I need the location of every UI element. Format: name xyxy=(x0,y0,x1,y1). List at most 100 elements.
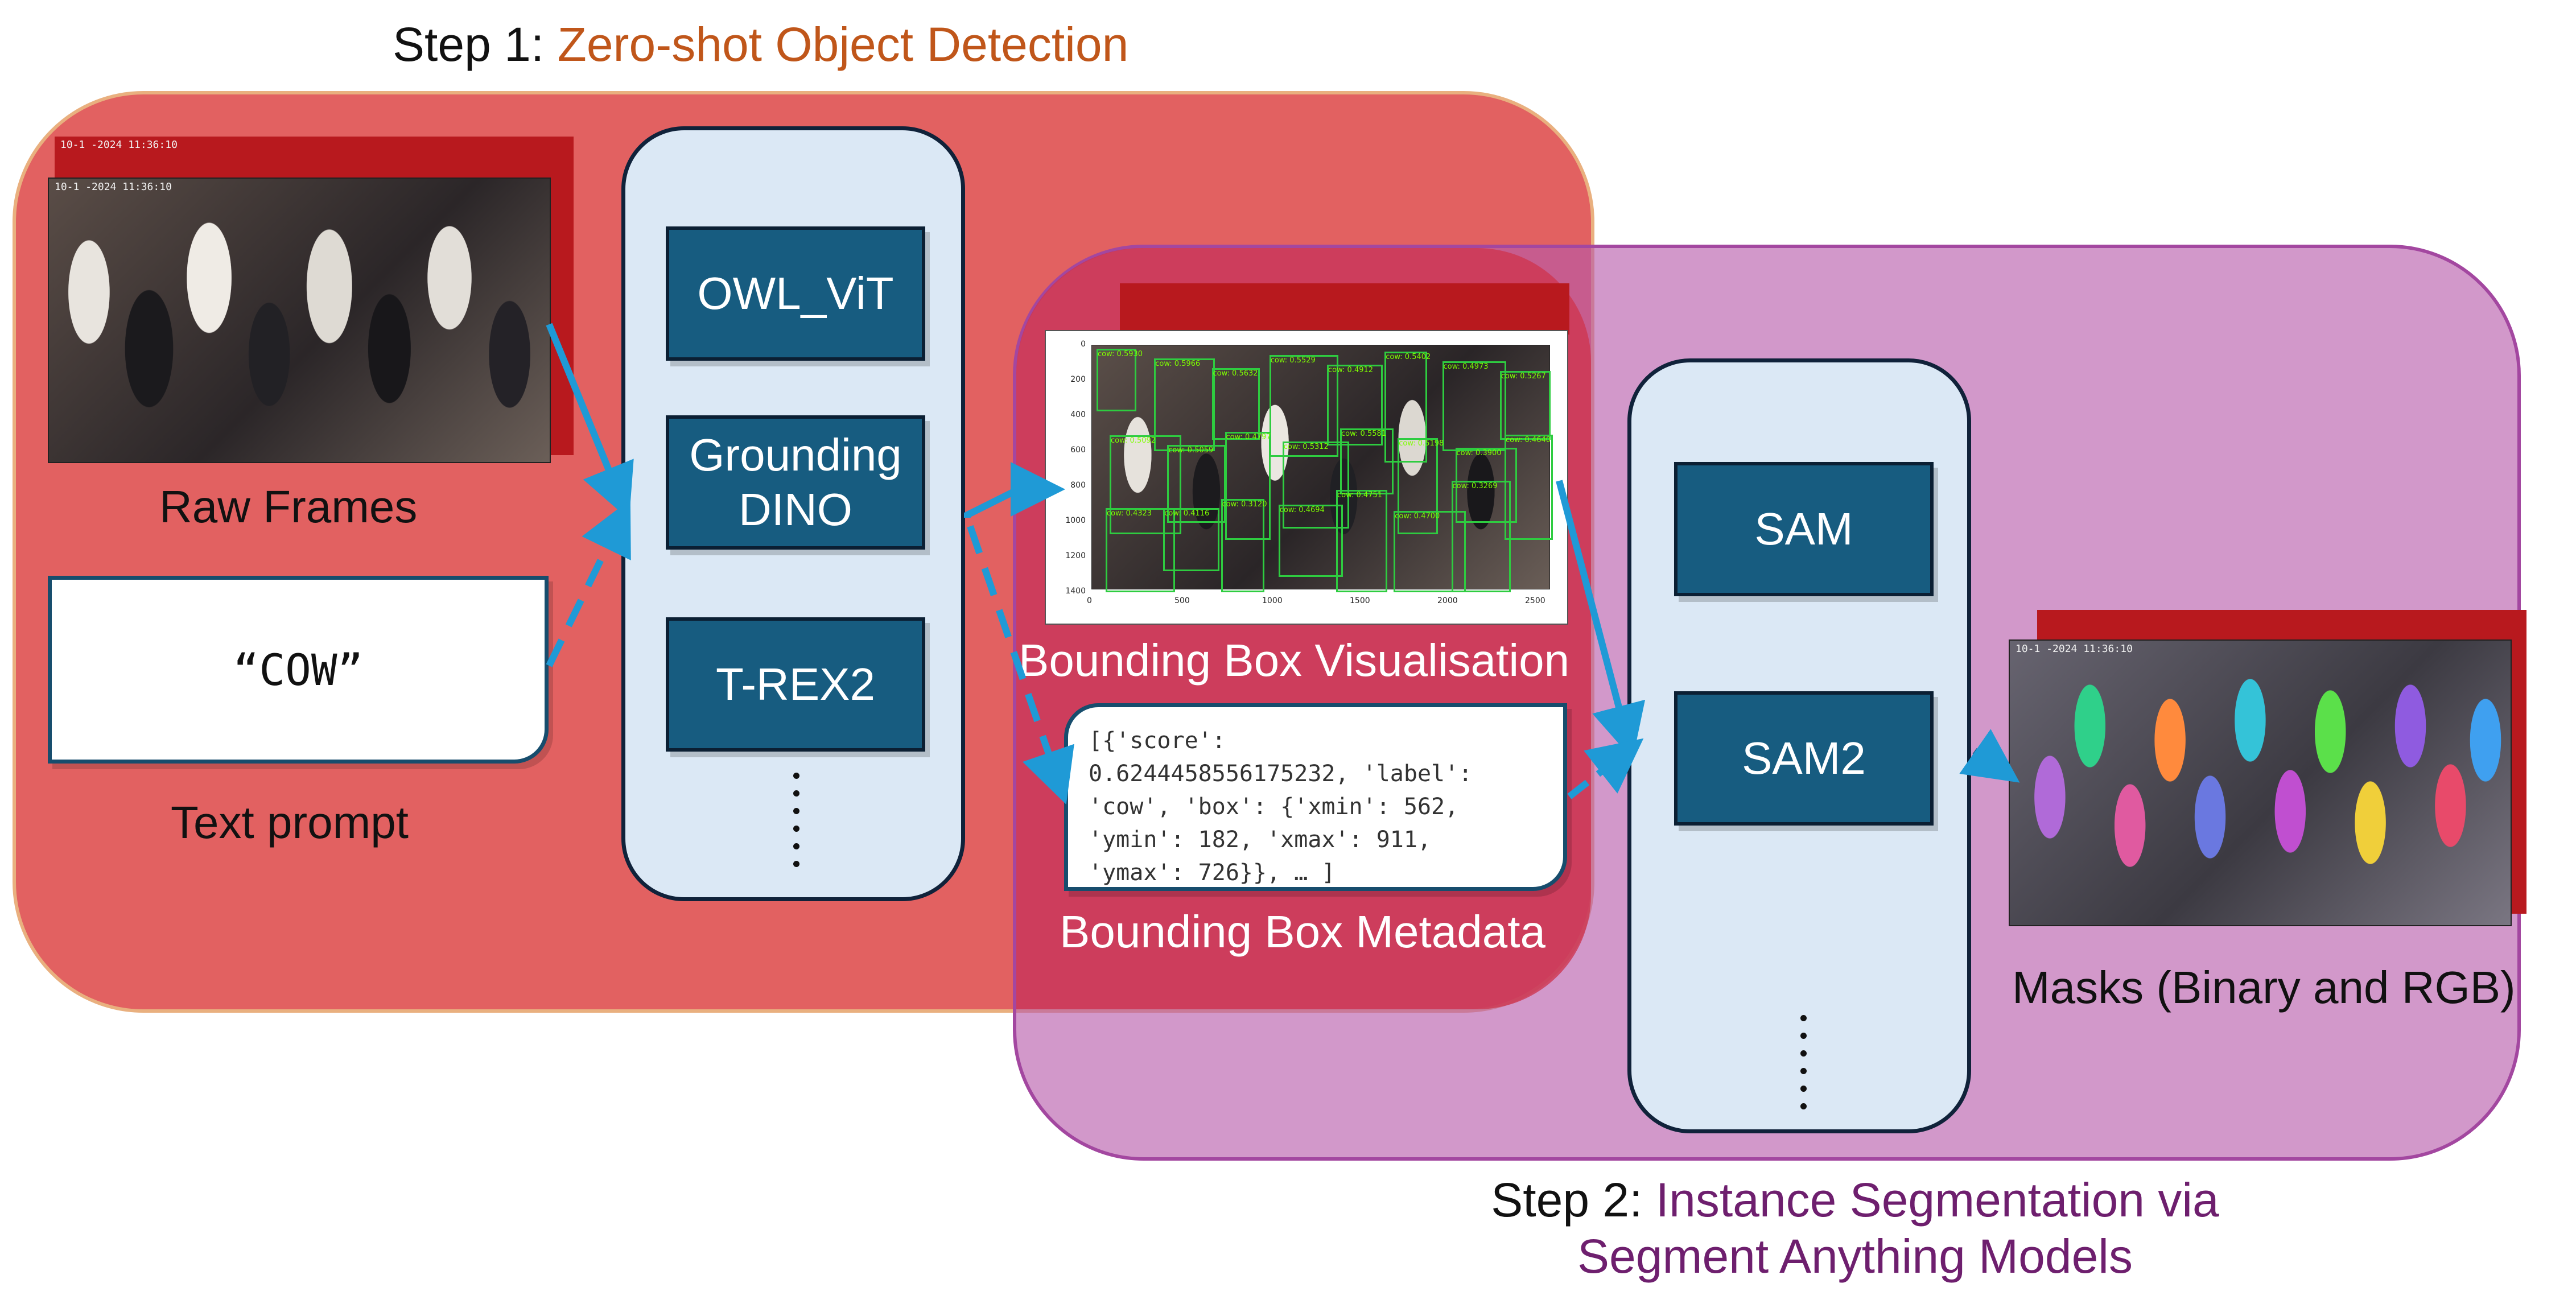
y-tick-label: 600 xyxy=(1070,445,1086,455)
detection-label: cow: 0.3900 xyxy=(1456,448,1502,457)
detection-label: cow: 0.5402 xyxy=(1386,353,1431,361)
detection-label: cow: 0.4116 xyxy=(1164,509,1210,518)
step1-name: Zero-shot Object Detection xyxy=(557,18,1129,71)
detection-box xyxy=(1221,499,1264,592)
x-tick-label: 1000 xyxy=(1262,596,1283,605)
text-prompt-box: “COW” xyxy=(48,576,549,764)
model-sam2-label: SAM2 xyxy=(1742,733,1866,783)
model-sam: SAM xyxy=(1674,462,1934,596)
detection-box xyxy=(1154,358,1215,451)
model-sam-label: SAM xyxy=(1754,504,1853,554)
detection-box xyxy=(1211,368,1260,440)
bbox-metadata-line: 'cow', 'box': {'xmin': 562, xyxy=(1089,794,1459,820)
detection-label: cow: 0.5581 xyxy=(1341,429,1387,438)
arrow-models-to-bbox-vis xyxy=(964,462,1065,518)
step2-prefix: Step 2: xyxy=(1491,1173,1656,1227)
detection-label: cow: 0.4973 xyxy=(1443,362,1489,371)
model-grounding-dino-label: Grounding DINO xyxy=(689,430,902,535)
detection-box xyxy=(1110,435,1181,534)
detection-label: cow: 0.4700 xyxy=(1395,512,1440,521)
bbox-metadata-line: 0.6244458556175232, 'label': xyxy=(1089,761,1473,787)
x-tick-label: 2000 xyxy=(1437,596,1458,605)
detection-label: cow: 0.5312 xyxy=(1283,442,1329,451)
step1-title: Step 1: Zero-shot Object Detection xyxy=(393,17,1128,72)
y-tick-label: 1400 xyxy=(1065,587,1086,596)
bbox-stack-back xyxy=(1120,283,1569,335)
y-tick-label: 800 xyxy=(1070,481,1086,490)
detection-label: cow: 0.4797 xyxy=(1226,432,1271,441)
raw-frame-image: 10-1 -2024 11:36:10 xyxy=(48,178,551,463)
bbox-metadata-line: 'ymax': 726}}, … ] xyxy=(1089,860,1336,886)
bbox-metadata-line: [{'score': xyxy=(1089,728,1226,754)
detection-box xyxy=(1278,505,1343,577)
x-tick-label: 2500 xyxy=(1525,596,1545,605)
bbox-metadata-line: 'ymin': 182, 'xmax': 911, xyxy=(1089,827,1432,853)
detection-label: cow: 0.5198 xyxy=(1399,439,1444,448)
detection-box xyxy=(1499,371,1551,440)
model-t-rex2: T-REX2 xyxy=(666,617,925,752)
model-sam2: SAM2 xyxy=(1674,691,1934,826)
more-detection-models-dots xyxy=(793,773,799,867)
step2-name-line1: Instance Segmentation via xyxy=(1655,1173,2219,1227)
detection-label: cow: 0.3120 xyxy=(1222,500,1267,509)
detection-label: cow: 0.4323 xyxy=(1107,509,1152,518)
masks-label: Masks (Binary and RGB) xyxy=(2012,962,2516,1013)
detection-label: cow: 0.5529 xyxy=(1270,356,1316,365)
model-grounding-dino: Grounding DINO xyxy=(666,415,925,550)
detection-label: cow: 0.4751 xyxy=(1337,491,1383,500)
arrow-models-to-metadata xyxy=(967,525,1074,805)
model-t-rex2-label: T-REX2 xyxy=(715,659,876,709)
bbox-metadata-label: Bounding Box Metadata xyxy=(1060,906,1545,957)
step2-title: Step 2: Instance Segmentation via Segmen… xyxy=(1457,1172,2253,1285)
detection-label: cow: 0.3269 xyxy=(1452,482,1498,490)
bbox-visualisation-label: Bounding Box Visualisation xyxy=(1019,635,1570,686)
detection-label: cow: 0.5267 xyxy=(1501,372,1546,381)
detection-label: cow: 0.4912 xyxy=(1328,366,1374,374)
detection-label: cow: 0.5966 xyxy=(1155,360,1201,368)
detection-box xyxy=(1106,508,1175,592)
text-prompt-label: Text prompt xyxy=(171,797,409,848)
detection-label: cow: 0.5059 xyxy=(1168,445,1214,455)
detection-box xyxy=(1225,431,1271,540)
detection-label: cow: 0.5632 xyxy=(1213,369,1258,378)
detection-box xyxy=(1327,365,1383,445)
detection-box xyxy=(1340,428,1394,494)
model-owl-vit-label: OWL_ViT xyxy=(697,268,894,319)
arrow-bbox-vis-to-sam xyxy=(1556,480,1646,760)
detection-box xyxy=(1097,349,1136,411)
detection-box xyxy=(1269,355,1338,457)
frame-timestamp-back: 10-1 -2024 11:36:10 xyxy=(60,139,178,151)
y-tick-label: 200 xyxy=(1070,375,1086,384)
arrow-metadata-to-sam xyxy=(1567,738,1644,799)
y-tick-label: 400 xyxy=(1070,410,1086,419)
masks-image: 10-1 -2024 11:36:10 xyxy=(2009,639,2512,926)
detection-label: cow: 0.5092 xyxy=(1111,436,1156,445)
model-owl-vit: OWL_ViT xyxy=(666,226,925,361)
arrow-prompt-to-models xyxy=(546,499,631,667)
detection-box xyxy=(1451,481,1511,592)
y-tick-label: 1200 xyxy=(1065,551,1086,560)
y-tick-label: 0 xyxy=(1081,340,1086,349)
detection-box xyxy=(1398,438,1439,534)
detection-label: cow: 0.4640 xyxy=(1506,435,1551,444)
frame-timestamp: 10-1 -2024 11:36:10 xyxy=(55,181,172,193)
detection-box xyxy=(1384,352,1428,463)
detection-label: cow: 0.4694 xyxy=(1279,506,1325,515)
x-tick-label: 1500 xyxy=(1350,596,1370,605)
raw-frames-label: Raw Frames xyxy=(159,481,418,532)
arrow-sam-to-masks xyxy=(1959,729,2020,783)
detection-box xyxy=(1163,508,1220,572)
y-tick-label: 1000 xyxy=(1065,516,1086,525)
masks-timestamp: 10-1 -2024 11:36:10 xyxy=(2016,643,2133,655)
prompt-value: “COW” xyxy=(233,644,364,695)
detection-box xyxy=(1336,490,1387,592)
x-tick-label: 0 xyxy=(1087,596,1092,605)
detection-box xyxy=(1282,441,1349,529)
detection-box xyxy=(1442,361,1506,451)
x-tick-label: 500 xyxy=(1174,596,1190,605)
step1-prefix: Step 1: xyxy=(393,18,558,71)
bbox-metadata-box: [{'score': 0.6244458556175232, 'label': 'c… xyxy=(1064,703,1567,891)
